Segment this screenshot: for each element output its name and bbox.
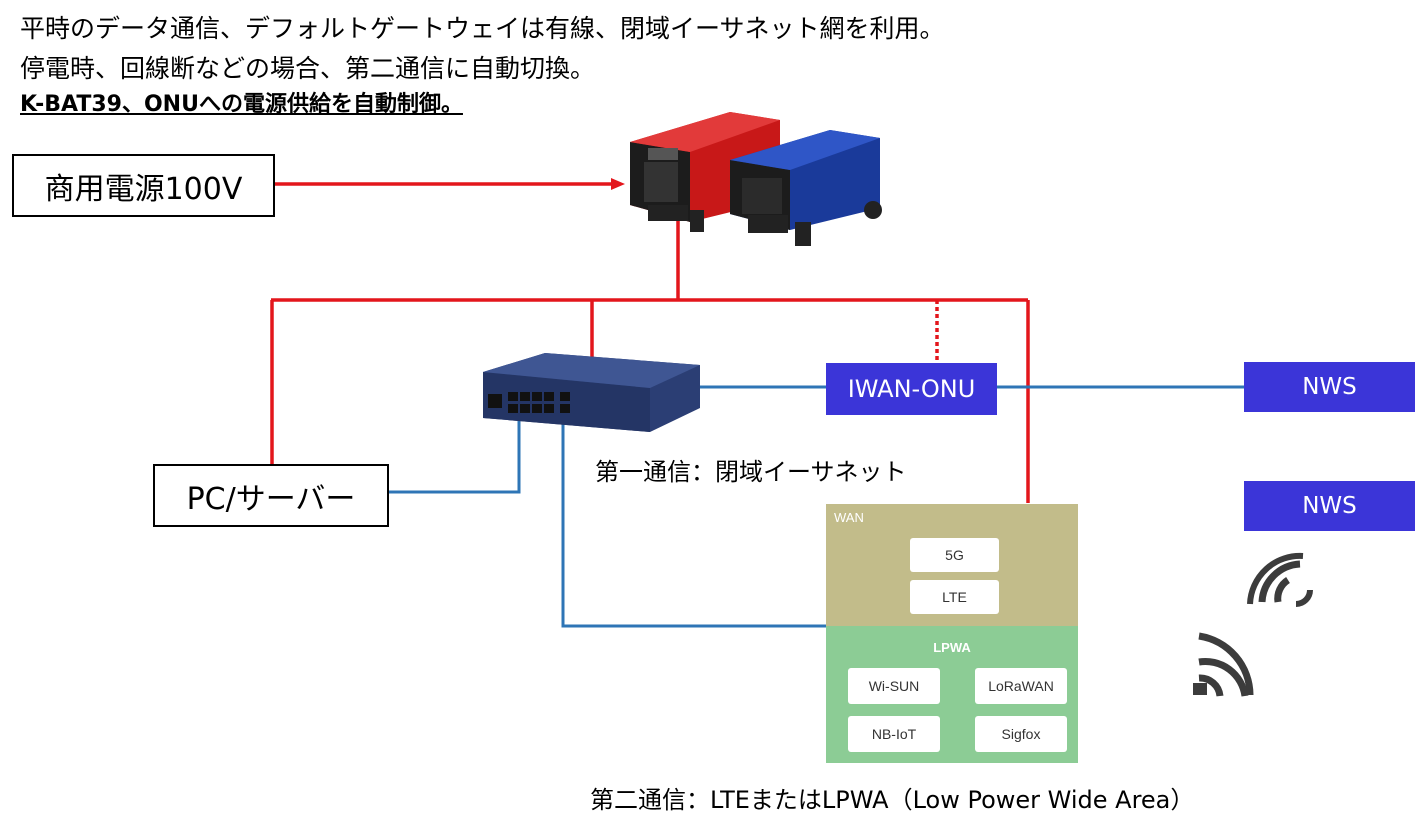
lpwa-item-nbiot: NB-IoT xyxy=(848,716,940,752)
second-comm-caption: 第二通信：LTEまたはLPWA（Low Power Wide Area） xyxy=(590,786,1195,814)
power-arrow-head xyxy=(611,178,625,190)
data-lines xyxy=(389,385,1244,628)
power-lines xyxy=(270,182,1030,503)
wan-item-5g: 5G xyxy=(910,538,999,572)
lpwa-item-sigfox: Sigfox xyxy=(975,716,1067,752)
first-comm-caption: 第一通信：閉域イーサネット xyxy=(595,458,907,486)
router-icon xyxy=(483,353,700,432)
signal-dot xyxy=(1193,683,1207,695)
wan-panel: WAN 5G LTE xyxy=(826,504,1078,626)
wan-panel-title: WAN xyxy=(834,510,864,525)
nws-top-box: NWS xyxy=(1244,362,1415,412)
lpwa-item-wisun: Wi-SUN xyxy=(848,668,940,704)
pc-server-box: PC/サーバー xyxy=(153,464,389,527)
power-source-box: 商用電源100V xyxy=(12,154,275,217)
header-line-3: K-BAT39、ONUへの電源供給を自動制御。 xyxy=(20,92,463,117)
battery-blue-icon xyxy=(730,130,882,246)
lpwa-item-lorawan: LoRaWAN xyxy=(975,668,1067,704)
wireless-signal-icon xyxy=(1198,560,1313,697)
header-line-2: 停電時、回線断などの場合、第二通信に自動切換。 xyxy=(20,54,596,83)
wan-item-lte: LTE xyxy=(910,580,999,614)
nws-bottom-box: NWS xyxy=(1244,481,1415,531)
iwan-onu-box: IWAN-ONU xyxy=(826,363,997,415)
header-line-1: 平時のデータ通信、デフォルトゲートウェイは有線、閉域イーサネット網を利用。 xyxy=(20,14,945,43)
lpwa-panel-title: LPWA xyxy=(933,640,971,655)
lpwa-panel: LPWA Wi-SUN LoRaWAN NB-IoT Sigfox xyxy=(826,626,1078,763)
